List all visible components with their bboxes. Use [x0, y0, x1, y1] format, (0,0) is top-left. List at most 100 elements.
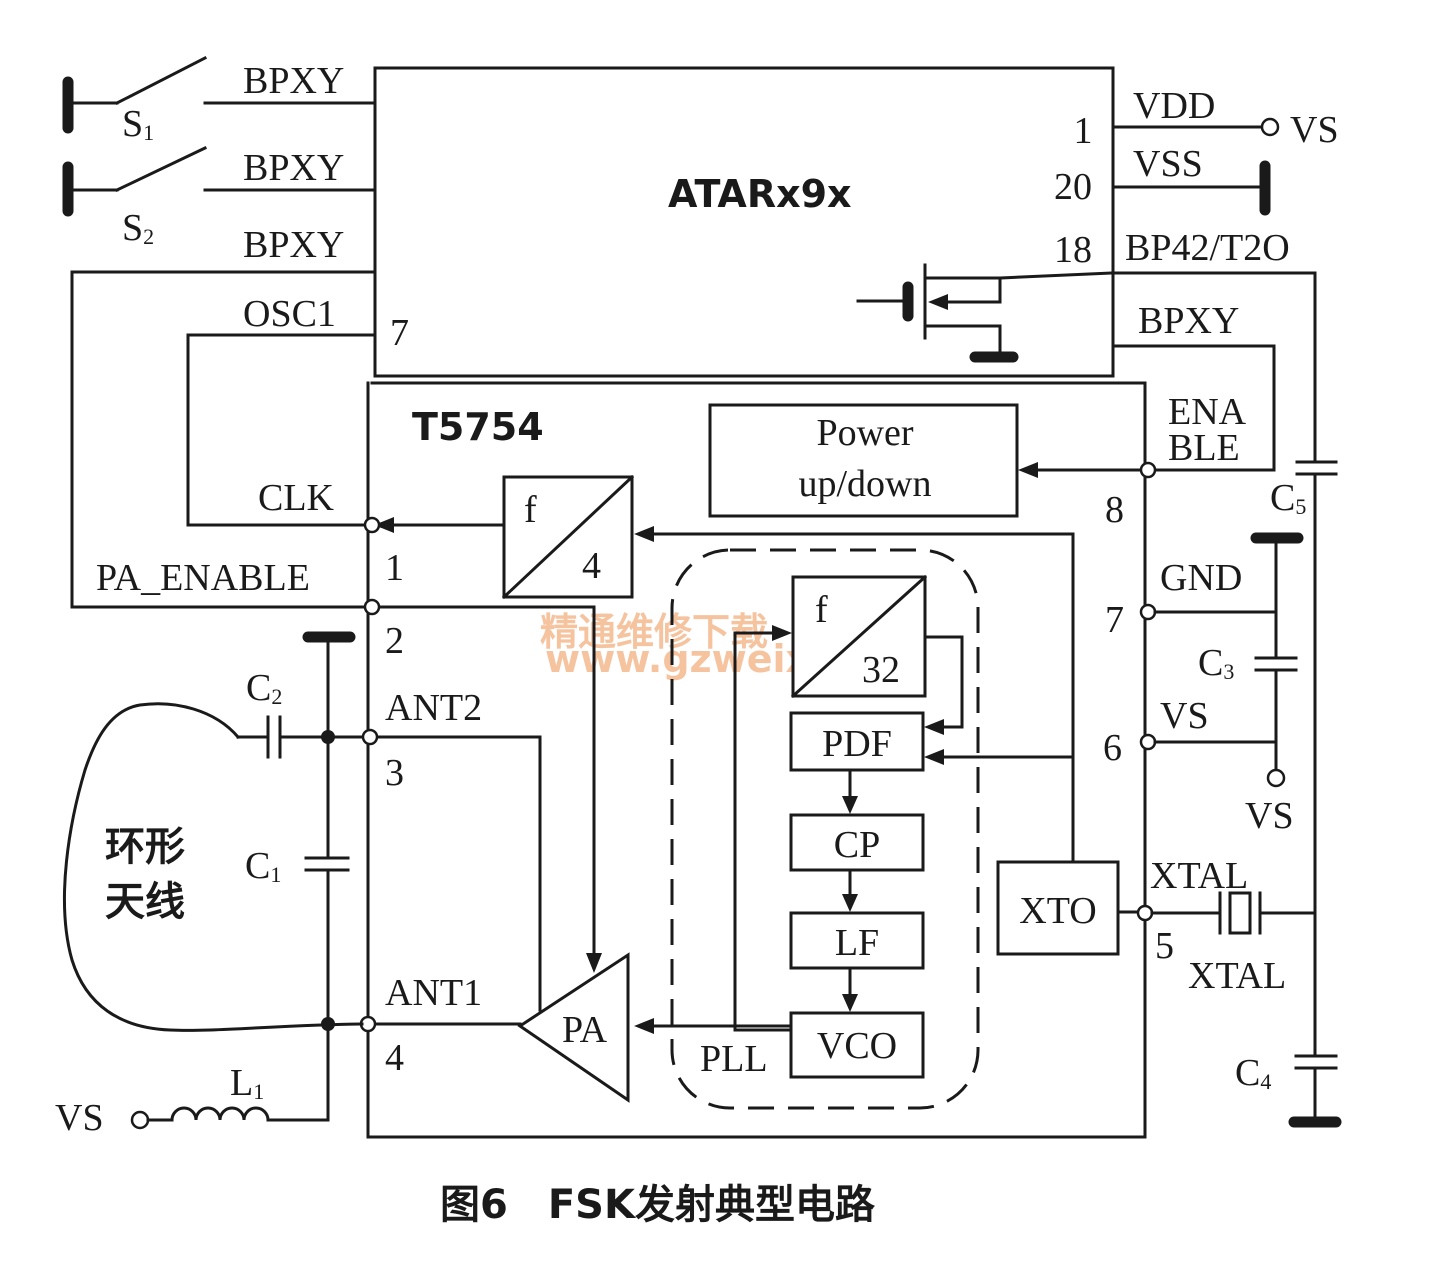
xto-block: [996, 860, 1120, 956]
junction-ant1: [321, 1017, 335, 1031]
pa-label: PA: [562, 1009, 608, 1051]
mcu-pin-1-num: 1: [1074, 110, 1093, 152]
arrow-pa: [634, 1018, 654, 1034]
arrow-div32: [772, 625, 792, 641]
tx-pin-6-num: 6: [1103, 727, 1122, 769]
s1-label: S1: [122, 103, 154, 145]
arrow-cp: [842, 796, 858, 814]
mcu-pin-20-num: 20: [1054, 166, 1092, 208]
tx-pin-2-num: 2: [385, 620, 404, 662]
arrow-power: [1018, 462, 1038, 478]
tx-pin-3-terminal: [361, 728, 379, 746]
divider-4-slash: [501, 474, 635, 600]
tx-pin-6-terminal: [1139, 733, 1157, 751]
loop-antenna: [63, 702, 364, 1032]
tx-pin-ant1: ANT1: [385, 972, 482, 1014]
figure-caption: 图6 FSK发射典型电路: [440, 1182, 876, 1228]
arrow-vco: [842, 994, 858, 1012]
arrow-pdf-ref: [924, 749, 944, 765]
mcu-pin-bp42: BP42/T2O: [1125, 227, 1290, 269]
tx-pin-7-num: 7: [1105, 599, 1124, 641]
vdd-terminal: [1260, 117, 1280, 137]
l1-label: L1: [230, 1062, 264, 1104]
mosfet-to-pin18: [998, 271, 1115, 280]
mosfet-arrow: [928, 294, 948, 310]
t5754-block: [366, 381, 1147, 1139]
divider-4-f: f: [524, 489, 537, 531]
arrow-clk: [374, 517, 394, 533]
vs-bottom-terminal: [130, 1110, 150, 1130]
mcu-pin-bpxy-right: BPXY: [1138, 300, 1239, 342]
wire-xto-div4: [648, 532, 1075, 864]
tx-pin-8-terminal: [1139, 461, 1157, 479]
power-line2: up/down: [799, 463, 932, 505]
wire-div32-pdf: [923, 635, 964, 729]
tx-pin-gnd: GND: [1160, 557, 1242, 599]
vs-right-terminal: [1266, 768, 1286, 788]
arrow-pdf-feedback: [924, 719, 944, 735]
s2-label: S2: [122, 207, 154, 249]
cp-block: [789, 813, 925, 872]
cp-label: CP: [834, 824, 880, 866]
mcu-pin-vdd: VDD: [1133, 85, 1215, 127]
c1-label: C1: [245, 845, 281, 887]
divider-32-slash: [790, 574, 928, 699]
pdf-label: PDF: [822, 723, 892, 765]
tx-pin-clk: CLK: [258, 477, 335, 519]
wire-l1-ant: [266, 1113, 330, 1122]
lf-block: [789, 911, 925, 970]
c3-label: C3: [1198, 642, 1234, 684]
antenna-label-2: 天线: [105, 879, 185, 925]
c2-label: C2: [246, 667, 282, 709]
tx-pin-ble: BLE: [1168, 427, 1240, 469]
mosfet-source: [923, 324, 1002, 358]
s1-contact: [114, 55, 208, 106]
mcu-block: [373, 66, 1115, 378]
tx-pin-4-num: 4: [385, 1037, 404, 1079]
pll-region: [670, 548, 980, 1110]
pa-amplifier: [517, 952, 630, 1103]
mcu-name: ATARx9x: [668, 172, 852, 216]
power-line1: Power: [816, 412, 913, 454]
wire-pin18-c5: [1111, 271, 1317, 464]
arrow-div4: [634, 526, 654, 542]
tx-pin-5-terminal: [1136, 904, 1154, 922]
xto-label: XTO: [1019, 890, 1096, 932]
antenna-label-1: 环形: [105, 824, 185, 870]
pll-label: PLL: [700, 1038, 768, 1080]
mcu-pin-bpxy-3: BPXY: [243, 224, 344, 266]
wire-bpxy-enable: [1111, 344, 1276, 472]
mcu-pin-osc1: OSC1: [243, 293, 336, 335]
vco-label: VCO: [817, 1025, 897, 1067]
tx-pin-3-num: 3: [385, 752, 404, 794]
mcu-pin-bpxy-1: BPXY: [243, 60, 344, 102]
s2-contact: [115, 146, 207, 192]
wire-paenable-pa: [372, 605, 596, 957]
pdf-block: [789, 711, 925, 772]
vco-block: [789, 1011, 925, 1079]
mcu-pin-7-num: 7: [390, 312, 409, 354]
wire-ant2-pa: [372, 735, 542, 1012]
arrow-lf: [842, 894, 858, 912]
vs-bottom-label: VS: [55, 1097, 104, 1139]
wire-vco-div32: [733, 631, 793, 1032]
t5754-name: T5754: [412, 405, 544, 449]
mcu-pin-bpxy-2: BPXY: [243, 147, 344, 189]
xtal-bottom-label: XTAL: [1188, 955, 1286, 997]
c4-label: C4: [1235, 1052, 1271, 1094]
vs-top-label: VS: [1290, 109, 1339, 151]
watermark-cn: 精通维修下载: [540, 610, 768, 654]
power-updown-block: [708, 403, 1019, 518]
c5-label: C5: [1270, 477, 1306, 519]
tx-pin-pa-enable: PA_ENABLE: [96, 557, 310, 599]
tx-pin-2-terminal: [363, 598, 381, 616]
junction-ant2: [321, 730, 335, 744]
vs-right-label: VS: [1245, 795, 1294, 837]
tx-pin-7-terminal: [1139, 603, 1157, 621]
mcu-pin-18-num: 18: [1054, 229, 1092, 271]
tx-pin-1-terminal: [363, 516, 381, 534]
tx-pin-1-num: 1: [385, 547, 404, 589]
divider-4-n: 4: [582, 545, 601, 587]
divider-32-n: 32: [862, 649, 900, 691]
